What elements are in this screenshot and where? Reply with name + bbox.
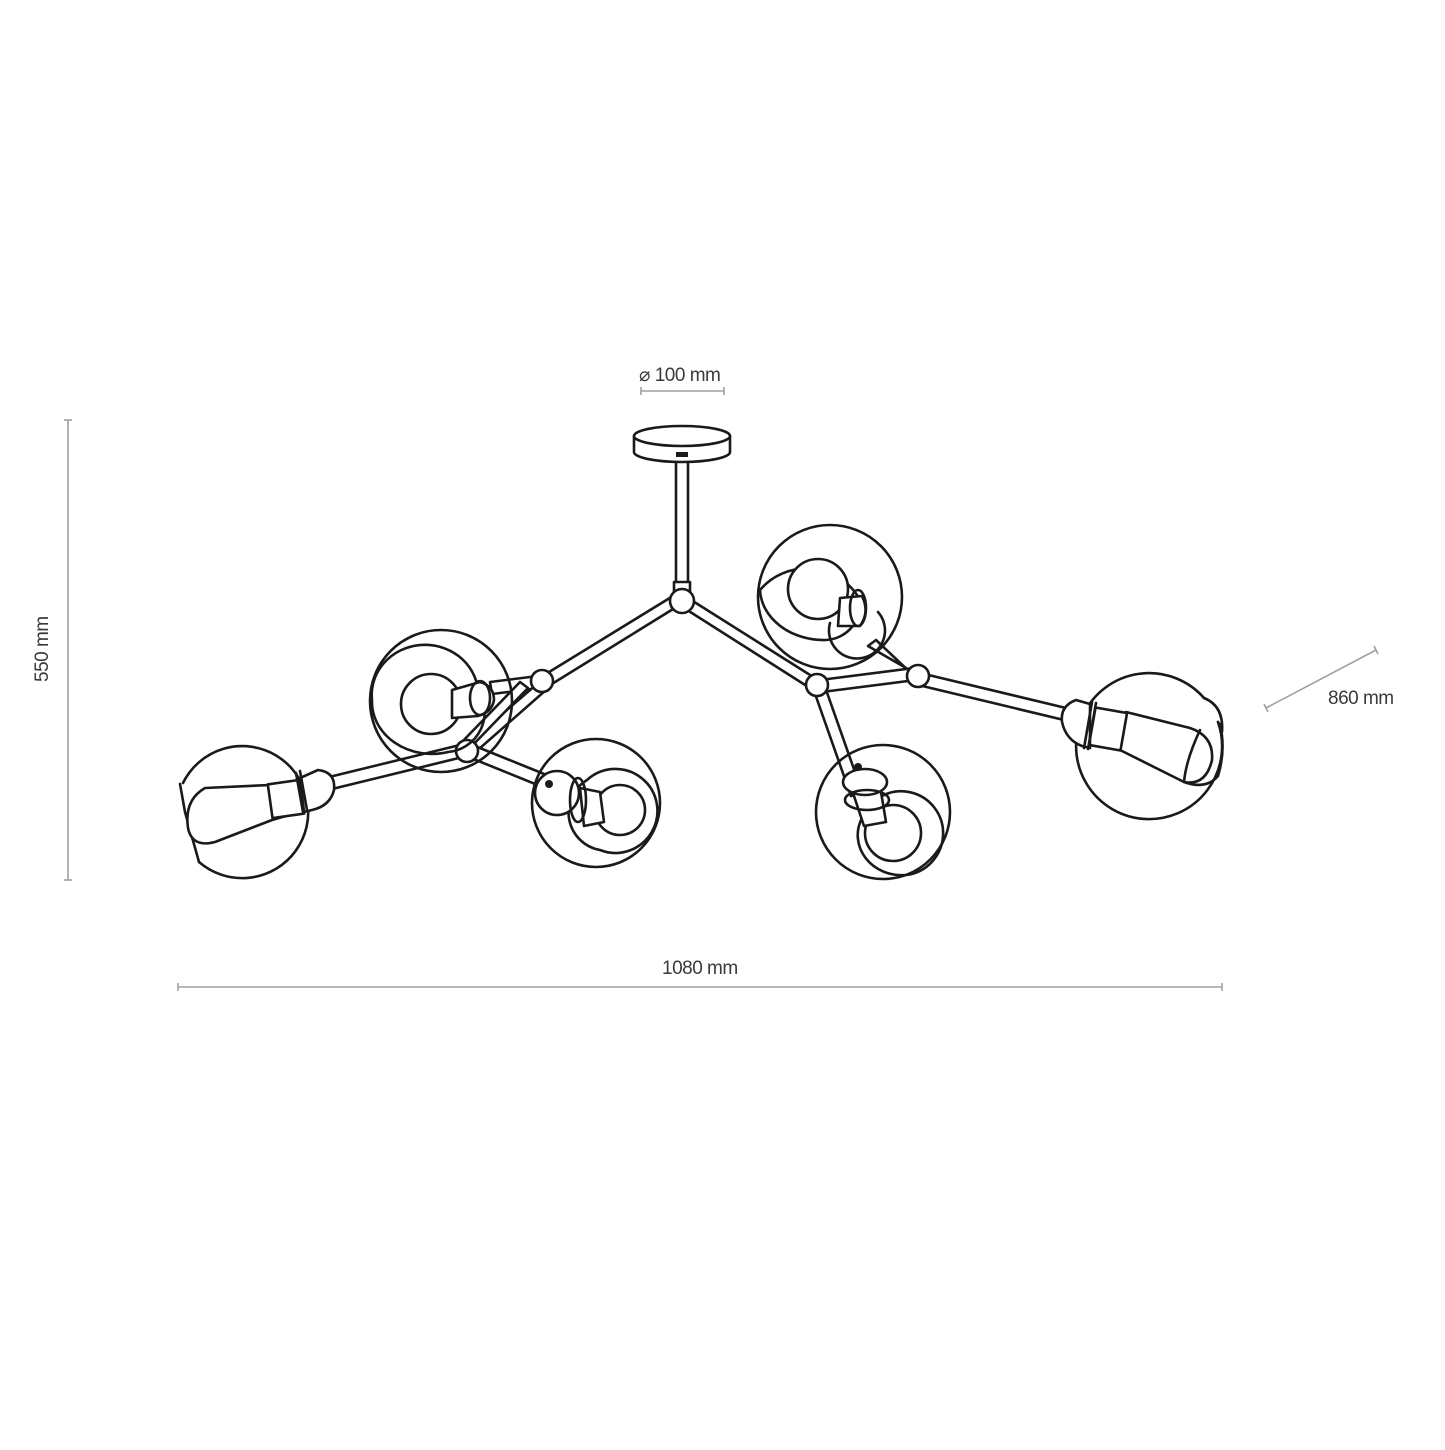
joints xyxy=(454,580,931,764)
height-line xyxy=(64,419,72,881)
shade-left-upper xyxy=(368,628,514,774)
width-label: 1080 mm xyxy=(662,958,738,979)
shade-far-left xyxy=(178,744,336,880)
arm-right-link xyxy=(818,666,918,694)
depth-label: 860 mm xyxy=(1328,688,1394,709)
height-label: 550 mm xyxy=(32,616,53,682)
arm-hub-left xyxy=(539,594,680,689)
left-joint xyxy=(529,668,555,694)
shade-far-right xyxy=(1060,671,1224,821)
left-lower-joint xyxy=(454,738,480,764)
width-line xyxy=(177,983,1223,991)
right-joint xyxy=(804,672,830,698)
arm-far-right xyxy=(912,670,1068,722)
canopy-diameter-line xyxy=(640,387,725,395)
shade-left-lower xyxy=(530,737,662,869)
shade-right-upper xyxy=(756,523,904,671)
arms xyxy=(323,456,1068,798)
right-outer-joint xyxy=(905,663,931,689)
drop-rod xyxy=(674,456,690,586)
canopy-diameter-label: ⌀ 100 mm xyxy=(639,365,721,386)
central-hub xyxy=(668,587,696,615)
dimension-lines xyxy=(64,387,1379,991)
depth-line xyxy=(1263,645,1379,713)
shade-right-lower xyxy=(814,743,952,881)
arm-far-left xyxy=(323,742,469,792)
ceiling-canopy xyxy=(632,424,732,464)
